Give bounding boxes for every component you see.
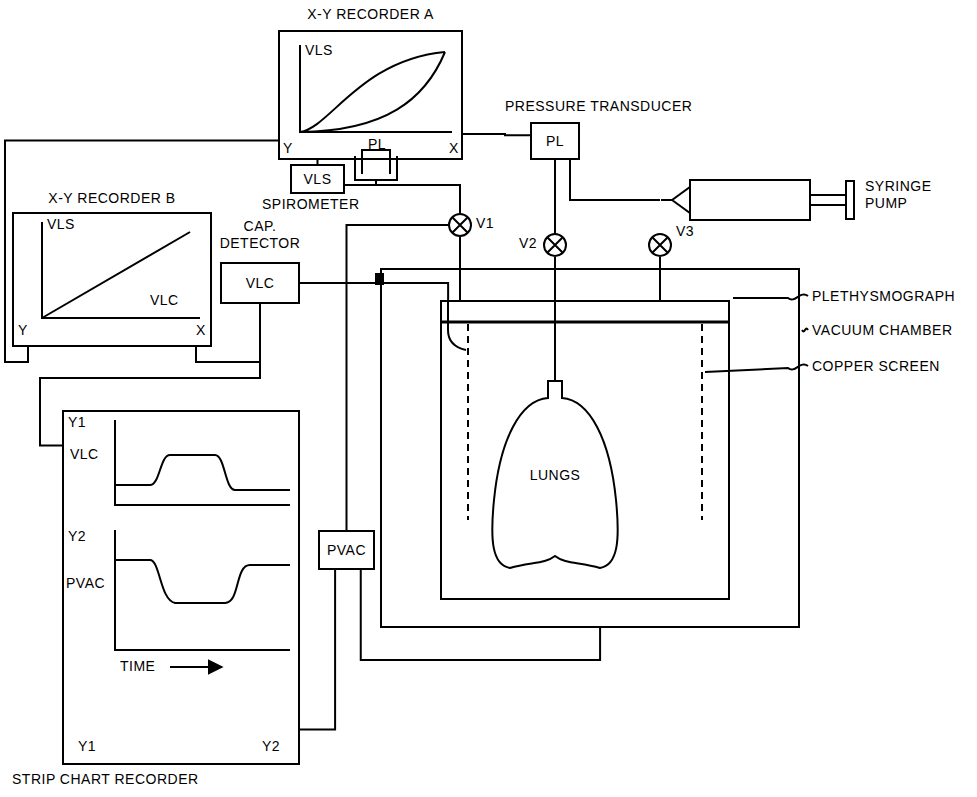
axis-label: VLS	[305, 42, 333, 59]
spirometer: VLSSPIROMETER	[290, 164, 345, 194]
vacuum-gauge: PVAC	[318, 530, 375, 570]
terminal-label: Y1	[78, 738, 96, 755]
calibration-line	[42, 232, 190, 318]
syringe-pump-outline	[660, 175, 860, 225]
part-label: X-Y RECORDER B	[12, 190, 212, 207]
leader-line	[802, 329, 808, 332]
xy-recorder: X-Y RECORDER B	[12, 212, 212, 347]
axis-label: PVAC	[66, 575, 105, 592]
part-label: PRESSURE TRANSDUCER	[505, 98, 692, 115]
axis-label: TIME	[120, 658, 155, 675]
channel-label: Y2	[68, 528, 86, 545]
tube-connector	[347, 225, 449, 530]
pressure-trace	[115, 560, 290, 603]
terminal-label: X	[196, 322, 206, 339]
part-label: PLETHYSMOGRAPH	[812, 288, 955, 305]
valve: V2	[543, 233, 567, 257]
valve-outline	[448, 213, 472, 237]
box-label: PVAC	[327, 542, 366, 559]
capacitance-detector: CAP. DETECTORVLC	[220, 262, 300, 304]
tube-connector	[196, 304, 260, 362]
syringe-pump: SYRINGE PUMP	[660, 175, 860, 225]
part-label: V1	[476, 215, 494, 232]
part-label: CAP. DETECTOR	[215, 218, 305, 252]
part-label: VACUUM CHAMBER	[812, 322, 953, 339]
time-arrow	[170, 666, 222, 668]
box-label: LUNGS	[530, 467, 581, 484]
tube-connector	[554, 257, 556, 380]
plethysmograph-lid	[440, 321, 730, 324]
axis-label: PL	[368, 136, 386, 153]
pressure-transducer: PRESSURE TRANSDUCERPL	[530, 122, 580, 160]
hysteresis-loop	[300, 52, 445, 132]
channel-label: Y1	[68, 414, 86, 431]
part-label: SYRINGE PUMP	[865, 178, 970, 212]
part-label: X-Y RECORDER A	[278, 6, 463, 23]
lungs: LUNGS	[490, 380, 620, 570]
part-label: STRIP CHART RECORDER	[12, 771, 199, 788]
valve-outline	[648, 233, 672, 257]
leader-line	[705, 364, 808, 372]
tube-connector	[40, 304, 260, 446]
tube-connector	[659, 257, 661, 300]
part-label: COPPER SCREEN	[812, 358, 940, 375]
tube-connector	[570, 160, 660, 200]
axis-label: VLC	[70, 446, 99, 463]
tube-connector	[345, 185, 460, 213]
terminal-label: Y	[283, 140, 293, 157]
tube-connector	[554, 160, 556, 233]
valve-outline	[543, 233, 567, 257]
tube-connector	[300, 283, 448, 300]
tube-connector	[5, 141, 278, 363]
axis-label: VLS	[47, 216, 75, 233]
copper-screen	[468, 324, 702, 520]
spirometer-bell	[362, 150, 390, 174]
tube-connector	[463, 134, 530, 135]
plethysmograph: PLETHYSMOGRAPHLUNGS	[440, 300, 730, 600]
axis-label: VLC	[150, 292, 179, 309]
tube-connector	[361, 570, 600, 660]
plot-axes	[300, 45, 452, 132]
plot-axes	[42, 222, 200, 318]
terminal-label: Y2	[262, 738, 280, 755]
box-label: PL	[546, 133, 564, 150]
valve: V3	[648, 233, 672, 257]
capacitance-lead	[448, 300, 466, 350]
valve: V1	[448, 213, 472, 237]
terminal-label: Y	[18, 322, 28, 339]
leader-line	[733, 294, 808, 299]
box-label: VLS	[304, 171, 332, 188]
plot-axes	[115, 530, 290, 650]
terminal-label: X	[449, 140, 459, 157]
part-label: V2	[519, 235, 537, 252]
volume-trace	[115, 455, 290, 490]
tube-connector	[300, 570, 335, 730]
part-label: SPIROMETER	[262, 196, 360, 213]
plot-axes	[115, 420, 290, 505]
vacuum-chamber: VACUUM CHAMBERPLETHYSMOGRAPHLUNGS	[380, 268, 800, 628]
box-label: VLC	[246, 275, 275, 292]
part-label: V3	[676, 223, 694, 240]
